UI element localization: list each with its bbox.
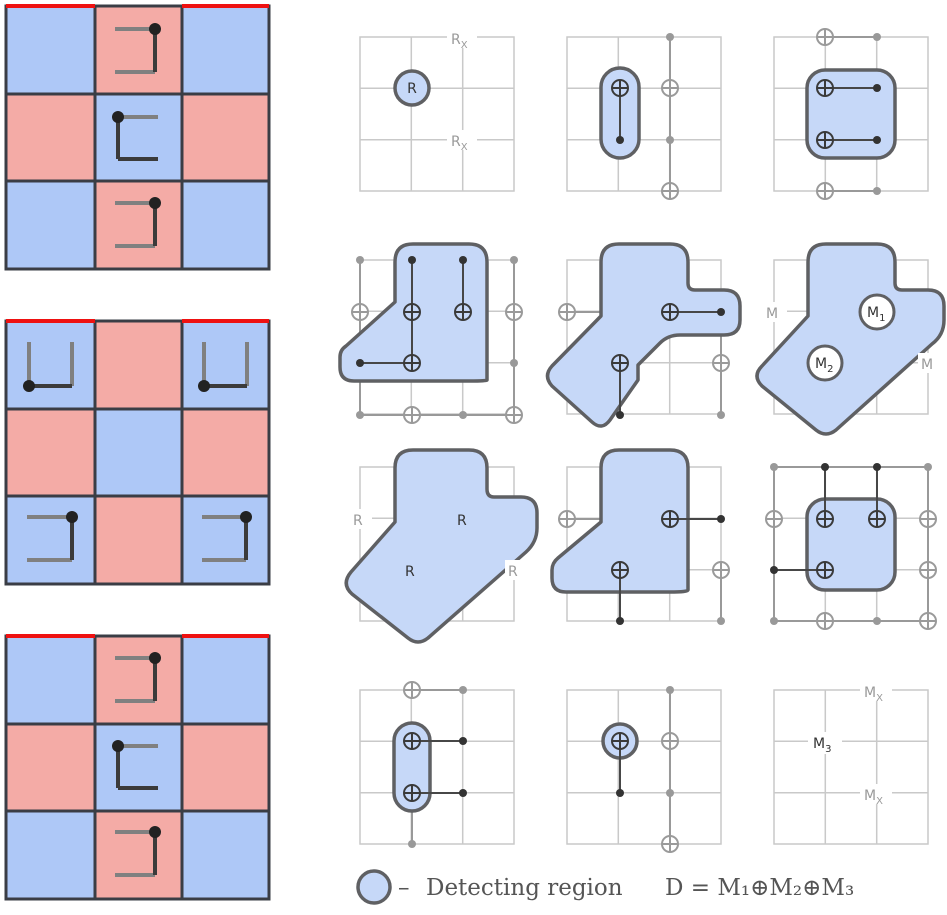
label-r: R (407, 81, 417, 97)
label-r-left: R (353, 513, 363, 529)
panel-r3c1: R R R R (344, 448, 539, 644)
label-r-lower: R (405, 564, 415, 580)
panel-r3c2 (550, 448, 730, 625)
qubit-glyph (27, 511, 78, 562)
checkerboard-2 (4, 319, 271, 586)
panel-r4c3: MX M3 MX (773, 681, 929, 845)
qubit-glyph (115, 826, 161, 877)
panel-r1c2 (566, 33, 722, 200)
legend-label: Detecting region (426, 875, 623, 901)
panel-r4c1 (359, 681, 515, 848)
legend-dash: – (398, 875, 410, 901)
label-m1: M1 (867, 305, 885, 324)
qubit-glyph (115, 197, 161, 248)
checkerboard-3 (4, 634, 271, 901)
legend-formula: D = M₁⊕M₂⊕M₃ (665, 875, 854, 901)
label-r-center: R (457, 513, 467, 529)
panel-r4c2 (566, 686, 722, 853)
qubit-glyph (112, 111, 158, 161)
legend-region-swatch (356, 869, 392, 905)
label-rx-top: RX (451, 32, 468, 51)
qubit-glyph (202, 511, 252, 562)
panel-r3c3 (765, 463, 937, 630)
label-rx-bottom: RX (451, 134, 468, 153)
qubit-glyph (198, 342, 249, 392)
label-m-left: M (766, 306, 778, 322)
label-mx-top: MX (864, 685, 883, 704)
panel-r2c1 (338, 242, 523, 424)
panel-r2c3: M M M1 M2 (755, 242, 946, 436)
panel-r1c3 (773, 28, 929, 200)
label-m3: M3 (813, 736, 831, 755)
label-r-right: R (508, 564, 518, 580)
legend: – Detecting region D = M₁⊕M₂⊕M₃ (356, 869, 854, 905)
qubit-glyph (112, 740, 158, 790)
panel-r2c2 (545, 242, 742, 428)
qubit-glyph (115, 23, 161, 74)
checkerboard-1 (4, 4, 271, 271)
label-mx-bottom: MX (864, 788, 883, 807)
label-m2: M2 (815, 356, 833, 375)
panel-r1c1: RX RX R (359, 28, 515, 192)
qubit-glyph (23, 342, 74, 392)
label-m-right: M (921, 357, 933, 373)
qubit-glyph (115, 652, 161, 703)
